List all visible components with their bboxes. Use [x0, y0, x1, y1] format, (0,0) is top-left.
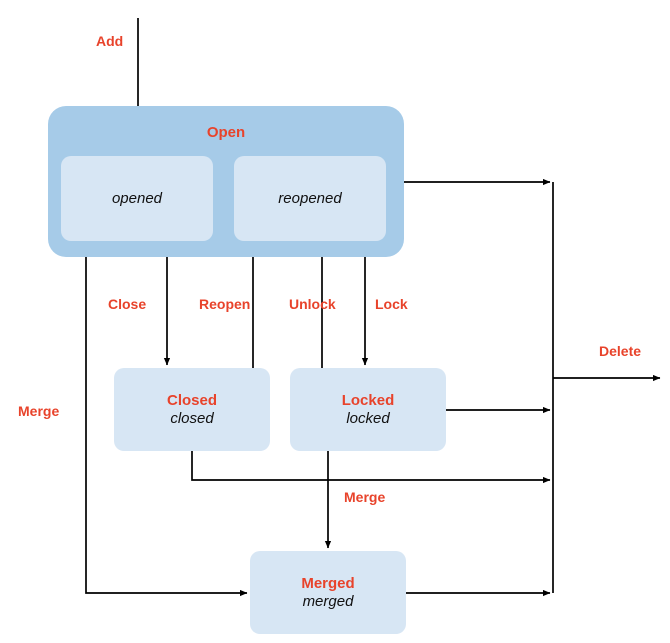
state-opened[interactable]: opened — [61, 156, 213, 241]
state-merged-name: Merged — [301, 574, 355, 592]
edge-delete-from-closed — [191, 450, 551, 484]
group-open-title: Open — [206, 124, 246, 141]
edge-label-delete: Delete — [599, 343, 642, 359]
state-closed-name: Closed — [166, 391, 217, 409]
edge-label-add: Add — [96, 33, 124, 49]
state-closed[interactable]: Closed closed — [114, 368, 270, 451]
state-merged[interactable]: Merged merged — [250, 551, 406, 634]
edge-label-lock: Lock — [375, 296, 408, 312]
edge-label-close: Close — [108, 296, 147, 312]
state-closed-value: closed — [170, 409, 214, 427]
state-locked-value: locked — [346, 409, 390, 427]
edge-label-unlock: Unlock — [289, 296, 336, 312]
state-reopened-value: reopened — [278, 189, 342, 207]
state-opened-value: opened — [111, 189, 163, 207]
edge-label-reopen: Reopen — [199, 296, 251, 312]
state-reopened[interactable]: reopened — [234, 156, 386, 241]
edge-label-merge-center: Merge — [344, 489, 386, 505]
edge-merge-left — [85, 257, 248, 597]
edge-label-merge-left: Merge — [18, 403, 60, 419]
state-locked[interactable]: Locked locked — [290, 368, 446, 451]
state-merged-value: merged — [302, 592, 354, 610]
state-locked-name: Locked — [341, 391, 395, 409]
